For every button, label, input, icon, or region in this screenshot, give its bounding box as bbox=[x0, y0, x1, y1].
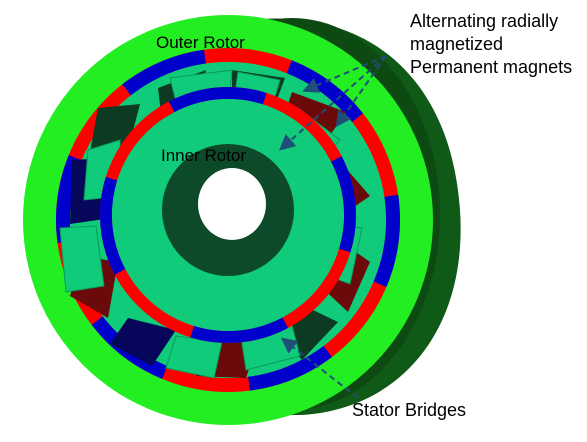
shaft-hole bbox=[162, 144, 294, 276]
stator-bridges-label: Stator Bridges bbox=[352, 400, 467, 420]
inner-rotor-label: Inner Rotor bbox=[161, 146, 247, 165]
magnets-label-line-3: Permanent magnets bbox=[410, 57, 573, 77]
magnet-callout-lines bbox=[279, 55, 387, 151]
magnets-label-line-1: Alternating radially bbox=[410, 11, 559, 31]
magnets-callout-label: Alternating radially magnetized Permanen… bbox=[410, 10, 572, 79]
magnets-label-line-2: magnetized bbox=[410, 34, 504, 54]
inner-magnet-ring bbox=[100, 87, 356, 343]
stator-bridge-callout-line bbox=[280, 337, 359, 399]
outer-rotor-label: Outer Rotor bbox=[156, 33, 245, 52]
outer-magnet-ring bbox=[56, 48, 400, 392]
